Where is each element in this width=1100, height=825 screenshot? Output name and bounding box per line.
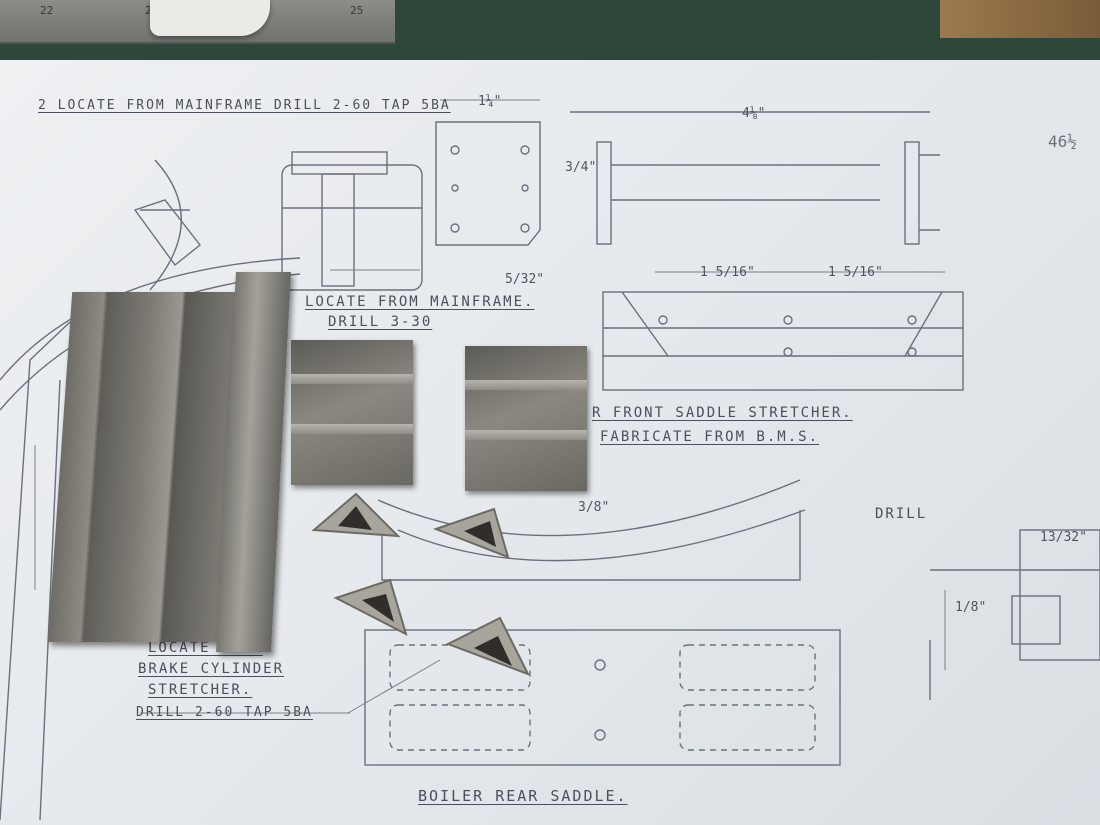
drawing-lines — [0, 99, 1100, 821]
steel-gusset — [445, 616, 531, 676]
steel-gusset — [333, 578, 408, 636]
page-number: 46½ — [1048, 132, 1077, 151]
note-boiler-rear: BOILER REAR SADDLE. — [418, 787, 628, 805]
note-front-saddle: R FRONT SADDLE STRETCHER. — [592, 405, 853, 421]
dimension-label: 13/32" — [1040, 530, 1087, 545]
note-brake-cylinder: BRAKE CYLINDER — [138, 661, 285, 677]
note-drill-260: DRILL 2-60 TAP 5BA — [136, 705, 313, 720]
dimension-label: 3/4" — [565, 160, 597, 175]
wood-edge — [940, 0, 1100, 38]
dimension-label: 1¼" — [478, 94, 502, 109]
dimension-label: 1/8" — [955, 600, 987, 615]
dimension-label: 4⅛" — [742, 106, 766, 121]
note-locate-mainframe: LOCATE FROM MAINFRAME. — [305, 294, 535, 310]
ruler-number: 22 — [40, 4, 54, 17]
dimension-label: 3/8" — [578, 500, 610, 515]
dimension-label: 1 5/16" — [700, 265, 755, 280]
steel-gusset — [311, 492, 401, 538]
dimension-label: 5/32" — [505, 272, 545, 287]
note-stretcher: STRETCHER. — [148, 682, 253, 698]
white-cloth — [150, 0, 270, 36]
ruler-number: 25 — [350, 4, 364, 17]
note-top-left: 2 LOCATE FROM MAINFRAME DRILL 2-60 TAP 5… — [38, 98, 451, 113]
grooved-steel-block — [291, 340, 413, 485]
steel-gusset — [433, 507, 510, 559]
dimension-label: 1 5/16" — [828, 265, 883, 280]
note-drill-330: DRILL 3-30 — [328, 314, 433, 330]
note-drill-right: DRILL — [875, 506, 928, 522]
grooved-steel-block — [465, 346, 587, 491]
note-fabricate: FABRICATE FROM B.M.S. — [600, 429, 820, 445]
